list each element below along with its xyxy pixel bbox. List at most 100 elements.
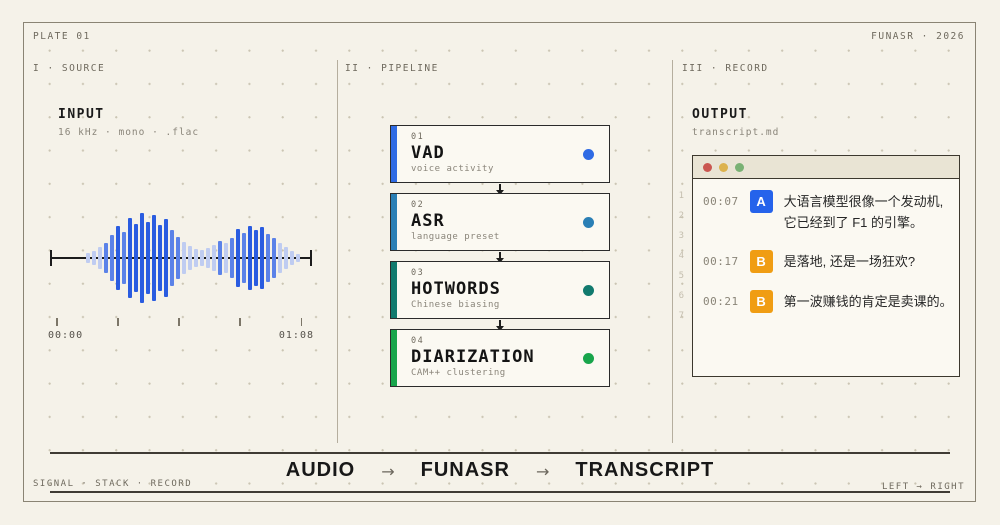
flow-down-arrow-icon	[496, 320, 504, 331]
waveform-bar	[212, 245, 216, 271]
waveform-bar	[158, 225, 162, 291]
step-number: 04	[411, 336, 425, 346]
footer-rule-bottom	[50, 491, 950, 493]
step-status-dot-icon	[583, 148, 594, 160]
timeline-ruler	[56, 318, 302, 326]
entry-text-line: 它已经到了 F1 的引擎。	[783, 215, 924, 230]
column-header-record: III · RECORD	[682, 63, 769, 74]
line-number: 4	[678, 251, 684, 261]
step-name: HOTWORDS	[411, 279, 501, 299]
waveform-bar	[152, 215, 156, 301]
line-number: 6	[678, 291, 684, 301]
step-name: ASR	[411, 211, 445, 231]
waveform-bar	[170, 230, 174, 286]
timeline-labels: 00:00 01:08	[48, 330, 314, 341]
waveform-bar	[188, 246, 192, 270]
waveform-baseline	[50, 257, 312, 259]
waveform-bar	[122, 232, 126, 284]
input-title: INPUT	[58, 107, 105, 122]
line-number: 7	[678, 311, 684, 321]
right-arrow-icon: →	[535, 461, 550, 481]
flow-word-transcript: TRANSCRIPT	[575, 459, 715, 481]
speaker-badge: B	[749, 250, 773, 273]
entry-text: 第一波赚钱的肯定是卖课的。	[784, 290, 956, 313]
footer-left-label: SIGNAL · STACK · RECORD	[33, 479, 193, 489]
ruler-tick	[300, 318, 302, 326]
step-name: DIARIZATION	[411, 347, 535, 367]
pipeline-step-hotwords: 03 HOTWORDS Chinese biasing	[390, 261, 610, 319]
waveform-bar	[260, 227, 264, 289]
line-number-gutter: 1 2 3 4 5 6 7	[670, 186, 684, 326]
waveform-bars	[86, 210, 300, 306]
flow-down-arrow-icon	[496, 252, 504, 263]
pipeline-step-vad: 01 VAD voice activity	[390, 125, 610, 183]
waveform-bar	[128, 218, 132, 298]
entry-timestamp: 00:21	[703, 295, 739, 308]
divider-pipeline-record	[672, 60, 673, 443]
entry-timestamp: 00:17	[703, 255, 739, 268]
waveform-bar	[278, 243, 282, 273]
ruler-tick	[56, 318, 58, 326]
column-header-source: I · SOURCE	[33, 63, 106, 74]
waveform-bar	[92, 251, 96, 265]
step-number: 03	[411, 268, 425, 278]
ruler-tick	[239, 318, 241, 326]
step-accent-bar	[391, 262, 397, 318]
transcript-entry: 00:07 A 大语言模型很像一个发动机, 它已经到了 F1 的引擎。	[703, 190, 956, 233]
output-filename: transcript.md	[692, 127, 780, 138]
speaker-badge: A	[749, 190, 773, 213]
waveform-bar	[248, 226, 252, 290]
waveform	[50, 210, 312, 306]
step-status-dot-icon	[583, 284, 594, 296]
line-number: 3	[678, 231, 684, 241]
flow-word-funasr: FUNASR	[420, 459, 510, 481]
step-number: 02	[411, 200, 425, 210]
brand-label: FUNASR · 2026	[871, 31, 965, 42]
right-arrow-icon: →	[381, 461, 395, 481]
transcript-window	[692, 155, 960, 377]
entry-text: 是落地, 还是一场狂欢?	[784, 250, 956, 273]
waveform-bar	[164, 219, 168, 297]
step-accent-bar	[391, 330, 397, 386]
waveform-bar	[272, 238, 276, 278]
footer-rule-top	[50, 452, 950, 454]
output-title: OUTPUT	[692, 107, 748, 122]
entry-text-line: 大语言模型很像一个发动机,	[783, 194, 944, 209]
entry-text-line: 第一波赚钱的肯定是卖课的。	[783, 294, 953, 309]
line-number: 1	[678, 191, 684, 201]
flow-down-arrow-icon	[496, 184, 504, 195]
waveform-bar	[98, 247, 102, 269]
step-accent-bar	[391, 126, 397, 182]
pipeline-step-asr: 02 ASR language preset	[390, 193, 610, 251]
entry-text: 大语言模型很像一个发动机, 它已经到了 F1 的引擎。	[784, 190, 956, 233]
input-specs: 16 kHz · mono · .flac	[58, 127, 200, 138]
waveform-bar	[140, 213, 144, 303]
waveform-end-tick	[310, 250, 312, 266]
step-status-dot-icon	[583, 352, 594, 364]
flow-word-audio: AUDIO	[285, 459, 356, 481]
waveform-bar	[176, 237, 180, 279]
waveform-bar	[242, 233, 246, 283]
waveform-bar	[200, 250, 204, 266]
divider-source-pipeline	[337, 60, 338, 443]
ruler-tick	[178, 318, 180, 326]
step-status-dot-icon	[583, 216, 594, 228]
waveform-bar	[206, 248, 210, 268]
waveform-bar	[284, 247, 288, 269]
step-accent-bar	[391, 194, 397, 250]
speaker-badge: B	[749, 290, 773, 313]
waveform-bar	[296, 254, 300, 262]
waveform-bar	[254, 230, 258, 286]
waveform-bar	[110, 235, 114, 281]
waveform-bar	[116, 226, 120, 290]
minimize-dot-icon	[719, 162, 728, 172]
close-dot-icon	[703, 162, 712, 172]
time-end-label: 01:08	[278, 330, 314, 341]
ruler-tick	[117, 318, 119, 326]
waveform-bar	[218, 241, 222, 275]
waveform-start-tick	[50, 250, 52, 266]
line-number: 2	[678, 211, 684, 221]
waveform-bar	[236, 229, 240, 287]
waveform-bar	[146, 222, 150, 294]
